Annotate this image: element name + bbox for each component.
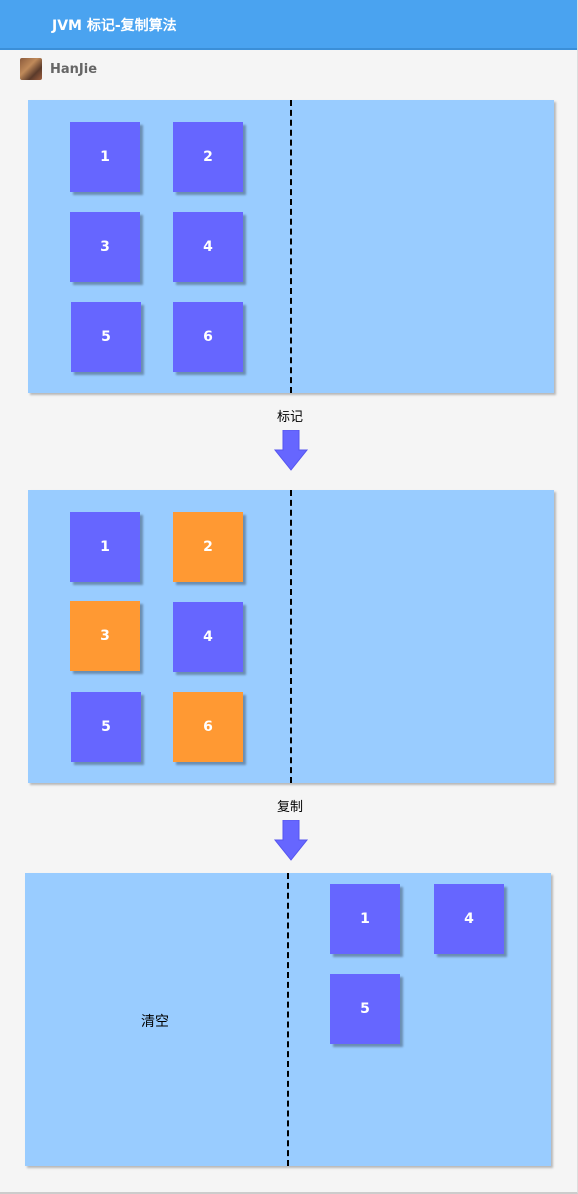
object-label: 4 [464,911,474,927]
heap-panel-initial: 1 2 3 4 5 6 [28,100,554,393]
cleared-label: 清空 [141,1014,169,1030]
object-label: 2 [203,149,213,165]
author: HanJie [20,58,97,80]
object-block: 1 [70,512,140,582]
page-title: JVM 标记-复制算法 [52,18,177,34]
object-block: 1 [330,884,400,954]
object-label: 3 [100,239,110,255]
object-label: 5 [360,1001,370,1017]
object-label: 4 [203,629,213,645]
object-label: 1 [100,539,110,555]
space-divider [290,490,292,783]
marked-object-block: 2 [173,512,243,582]
object-label: 6 [203,329,213,345]
object-block: 5 [71,302,141,372]
avatar [20,58,42,80]
object-label: 6 [203,719,213,735]
object-block: 4 [173,212,243,282]
object-label: 5 [101,719,111,735]
object-block: 2 [173,122,243,192]
marked-object-block: 6 [173,692,243,762]
object-block: 1 [70,122,140,192]
marked-object-block: 3 [70,601,140,671]
down-arrow-icon [273,430,309,471]
object-label: 4 [203,239,213,255]
space-divider [287,873,289,1166]
object-block: 4 [434,884,504,954]
title-bar: JVM 标记-复制算法 [0,0,578,50]
heap-panel-marked: 1 2 3 4 5 6 [28,490,554,783]
object-label: 5 [101,329,111,345]
object-label: 3 [100,628,110,644]
object-block: 4 [173,602,243,672]
down-arrow-icon [273,820,309,861]
step-label-copy: 复制 [276,800,303,815]
heap-panel-copied: 清空 1 4 5 [25,873,551,1166]
object-block: 3 [70,212,140,282]
space-divider [290,100,292,393]
object-block: 5 [330,974,400,1044]
step-label-mark: 标记 [276,410,303,425]
author-name: HanJie [50,61,98,77]
object-label: 2 [203,539,213,555]
object-block: 5 [71,692,141,762]
object-label: 1 [100,149,110,165]
object-label: 1 [360,911,370,927]
object-block: 6 [173,302,243,372]
